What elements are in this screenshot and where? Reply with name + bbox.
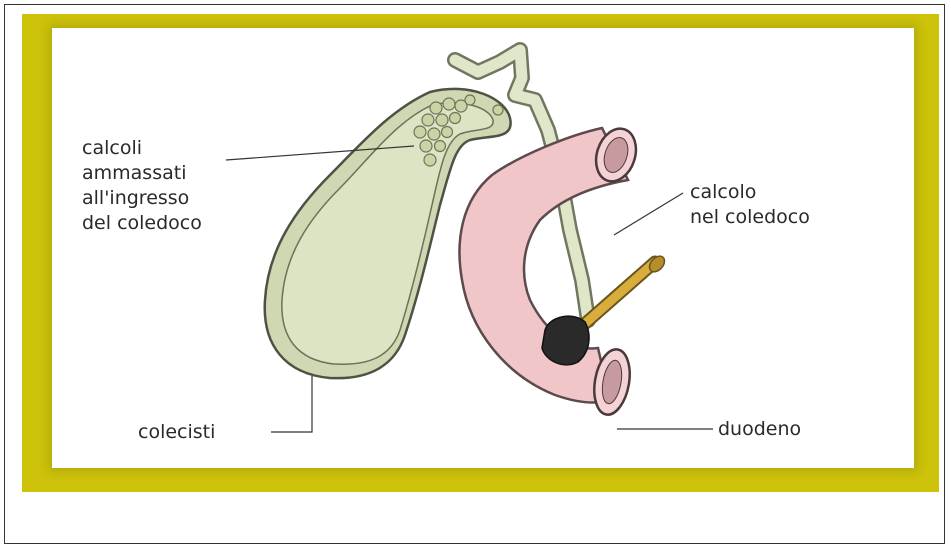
stone-in-duct <box>542 316 589 365</box>
label-line: del coledoco <box>82 211 202 236</box>
label-colecisti: colecisti <box>138 420 215 445</box>
label-line: nel coledoco <box>690 205 810 230</box>
label-line: ammassati <box>82 161 202 186</box>
label-calcolo-nel-coledoco: calcolo nel coledoco <box>690 180 810 230</box>
duodenum-shape <box>460 123 643 417</box>
label-calcoli-ammassati: calcoli ammassati all'ingresso del coled… <box>82 136 202 236</box>
label-duodeno: duodeno <box>718 417 801 442</box>
label-line: calcolo <box>690 180 810 205</box>
label-line: all'ingresso <box>82 186 202 211</box>
label-line: calcoli <box>82 136 202 161</box>
